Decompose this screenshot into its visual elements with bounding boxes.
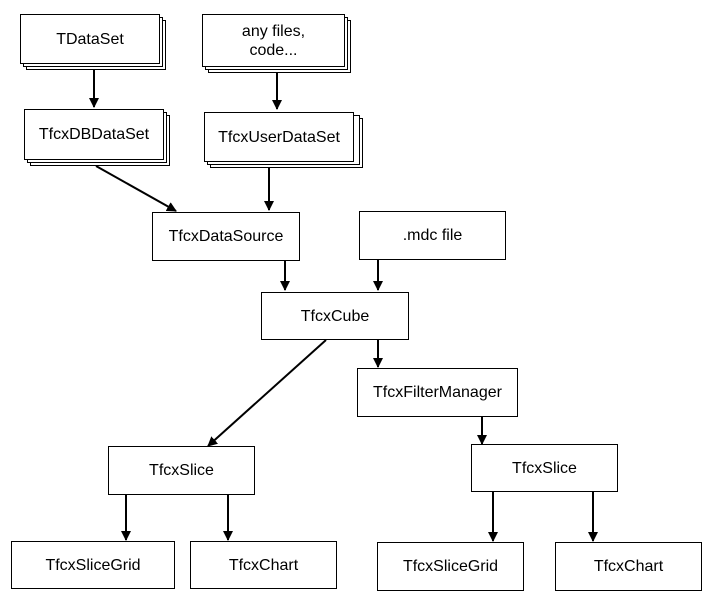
node-userdataset: TfcxUserDataSet — [204, 112, 354, 162]
node-slice-left: TfcxSlice — [108, 446, 255, 495]
arrow-dbdataset-to-datasource — [95, 165, 177, 212]
node-chart-right: TfcxChart — [555, 542, 702, 591]
node-slicegrid-right: TfcxSliceGrid — [377, 542, 524, 591]
node-filter-manager: TfcxFilterManager — [357, 368, 518, 417]
arrow-cube-to-slice-left — [207, 339, 327, 447]
node-dbdataset: TfcxDBDataSet — [24, 109, 164, 160]
node-datasource: TfcxDataSource — [152, 212, 300, 261]
node-any-files: any files, code... — [202, 14, 345, 67]
node-cube: TfcxCube — [261, 292, 409, 340]
node-slicegrid-left: TfcxSliceGrid — [11, 541, 175, 589]
node-mdc-file: .mdc file — [359, 211, 506, 260]
node-slice-right: TfcxSlice — [471, 444, 618, 492]
node-tdataset: TDataSet — [20, 14, 160, 64]
node-chart-left: TfcxChart — [190, 541, 337, 589]
